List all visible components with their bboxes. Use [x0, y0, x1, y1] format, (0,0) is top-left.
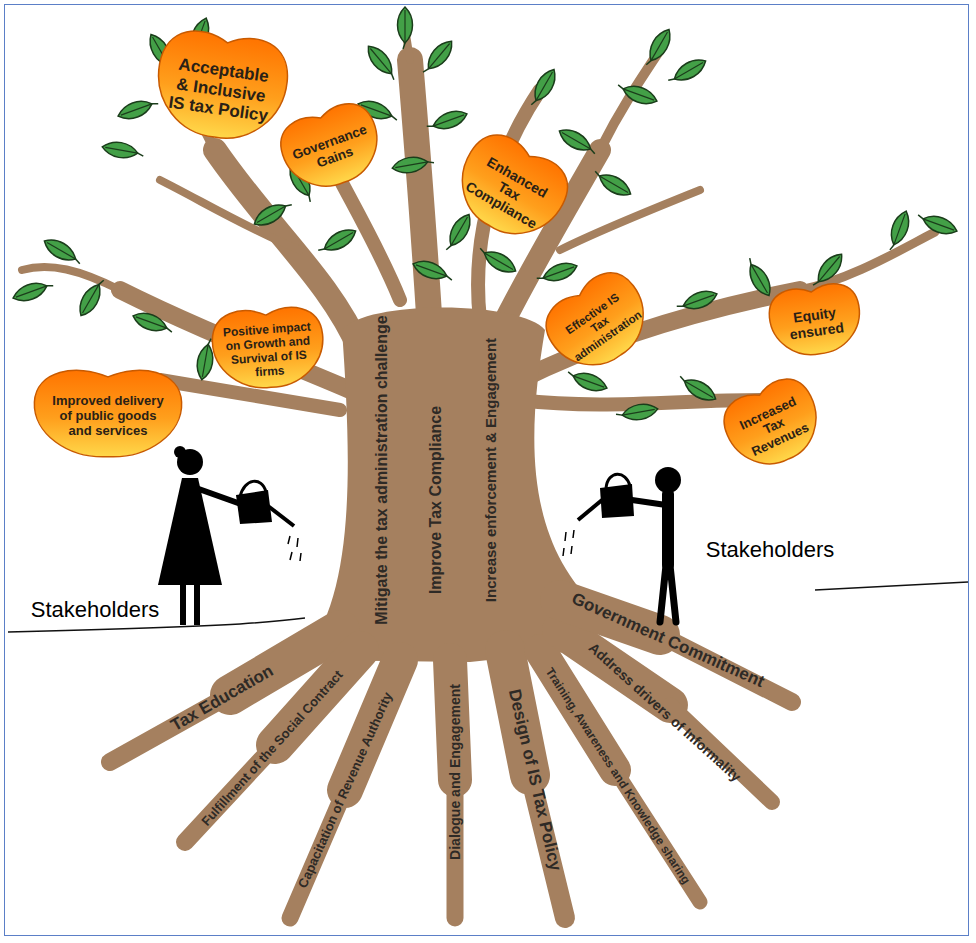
- leaf: [442, 211, 476, 255]
- fruit-outline: [151, 26, 293, 146]
- leaf: [556, 125, 600, 159]
- fruit-text: Improved delivery of public goods and se…: [49, 394, 167, 439]
- leaf: [363, 41, 401, 83]
- leaf: [398, 7, 413, 49]
- fruit-node: Equity ensured: [761, 271, 869, 366]
- leaf: [116, 95, 161, 123]
- branch: [160, 180, 300, 250]
- figure-leg: [180, 585, 186, 625]
- leaf: [131, 309, 176, 337]
- leaf: [615, 80, 660, 108]
- tree-label: Improve Tax Compliance: [428, 406, 444, 594]
- leaf: [615, 401, 659, 423]
- watering-can: [600, 484, 634, 518]
- fruit-outline: [273, 96, 389, 199]
- tree-label: Mitigate the tax administration challeng…: [374, 315, 390, 624]
- fruit-outline: [34, 370, 181, 456]
- watering-can-spout: [268, 506, 294, 526]
- leaf: [742, 255, 776, 299]
- leaf: [411, 257, 456, 285]
- leaf: [11, 277, 56, 305]
- leaf: [590, 167, 634, 201]
- figure-leg: [660, 565, 676, 622]
- leaf: [41, 235, 85, 269]
- leaf: [675, 287, 720, 315]
- fruit-node: Improved delivery of public goods and se…: [28, 358, 188, 463]
- branch: [560, 190, 700, 250]
- figure-leg: [194, 585, 200, 625]
- fruit-node: Positive impact on Growth and Survival o…: [205, 293, 331, 396]
- fruit-outline: [766, 281, 865, 360]
- fruit-outline: [210, 305, 326, 391]
- leaf: [642, 26, 676, 70]
- tree-label: Dialogue and Engagement: [448, 684, 462, 860]
- branch: [600, 50, 660, 150]
- leaf: [675, 372, 719, 406]
- leaf: [75, 275, 109, 319]
- leaf: [665, 55, 709, 89]
- branch: [410, 60, 430, 330]
- fruit-outline: [715, 371, 830, 479]
- watering-can-handle: [606, 474, 630, 488]
- leaf: [315, 225, 359, 259]
- watering-can-spout: [578, 500, 602, 520]
- water-drops: [288, 536, 301, 561]
- leaf: [527, 66, 561, 110]
- leaf: [391, 153, 435, 175]
- tree-label: Increase enforcement & Engagement: [483, 338, 498, 602]
- fruit-node: Increased Tax Revenues: [707, 359, 837, 485]
- figure-hair: [174, 446, 186, 458]
- stakeholder-woman: [158, 446, 301, 625]
- leaf: [101, 139, 145, 161]
- leaf: [251, 197, 295, 231]
- ground-line: [815, 582, 968, 590]
- leaf: [915, 210, 960, 238]
- leaf: [475, 244, 519, 278]
- leaf: [535, 259, 580, 287]
- fruit-node: Acceptable & Inclusive IS tax Policy: [144, 10, 300, 153]
- leaf: [885, 209, 913, 254]
- stakeholder-label: Stakeholders: [706, 539, 834, 561]
- watering-can-handle: [240, 481, 266, 497]
- fruit-outline: [443, 124, 578, 252]
- leaf: [565, 367, 610, 395]
- figure-arm: [196, 488, 238, 503]
- figure-arm: [632, 500, 666, 505]
- stakeholder-label: Stakeholders: [31, 599, 159, 621]
- fruit-outline: [535, 262, 661, 383]
- leaf: [425, 107, 470, 135]
- water-drops: [563, 530, 574, 556]
- fruit-text: Positive impact on Growth and Survival o…: [222, 320, 314, 381]
- leaf: [419, 36, 457, 78]
